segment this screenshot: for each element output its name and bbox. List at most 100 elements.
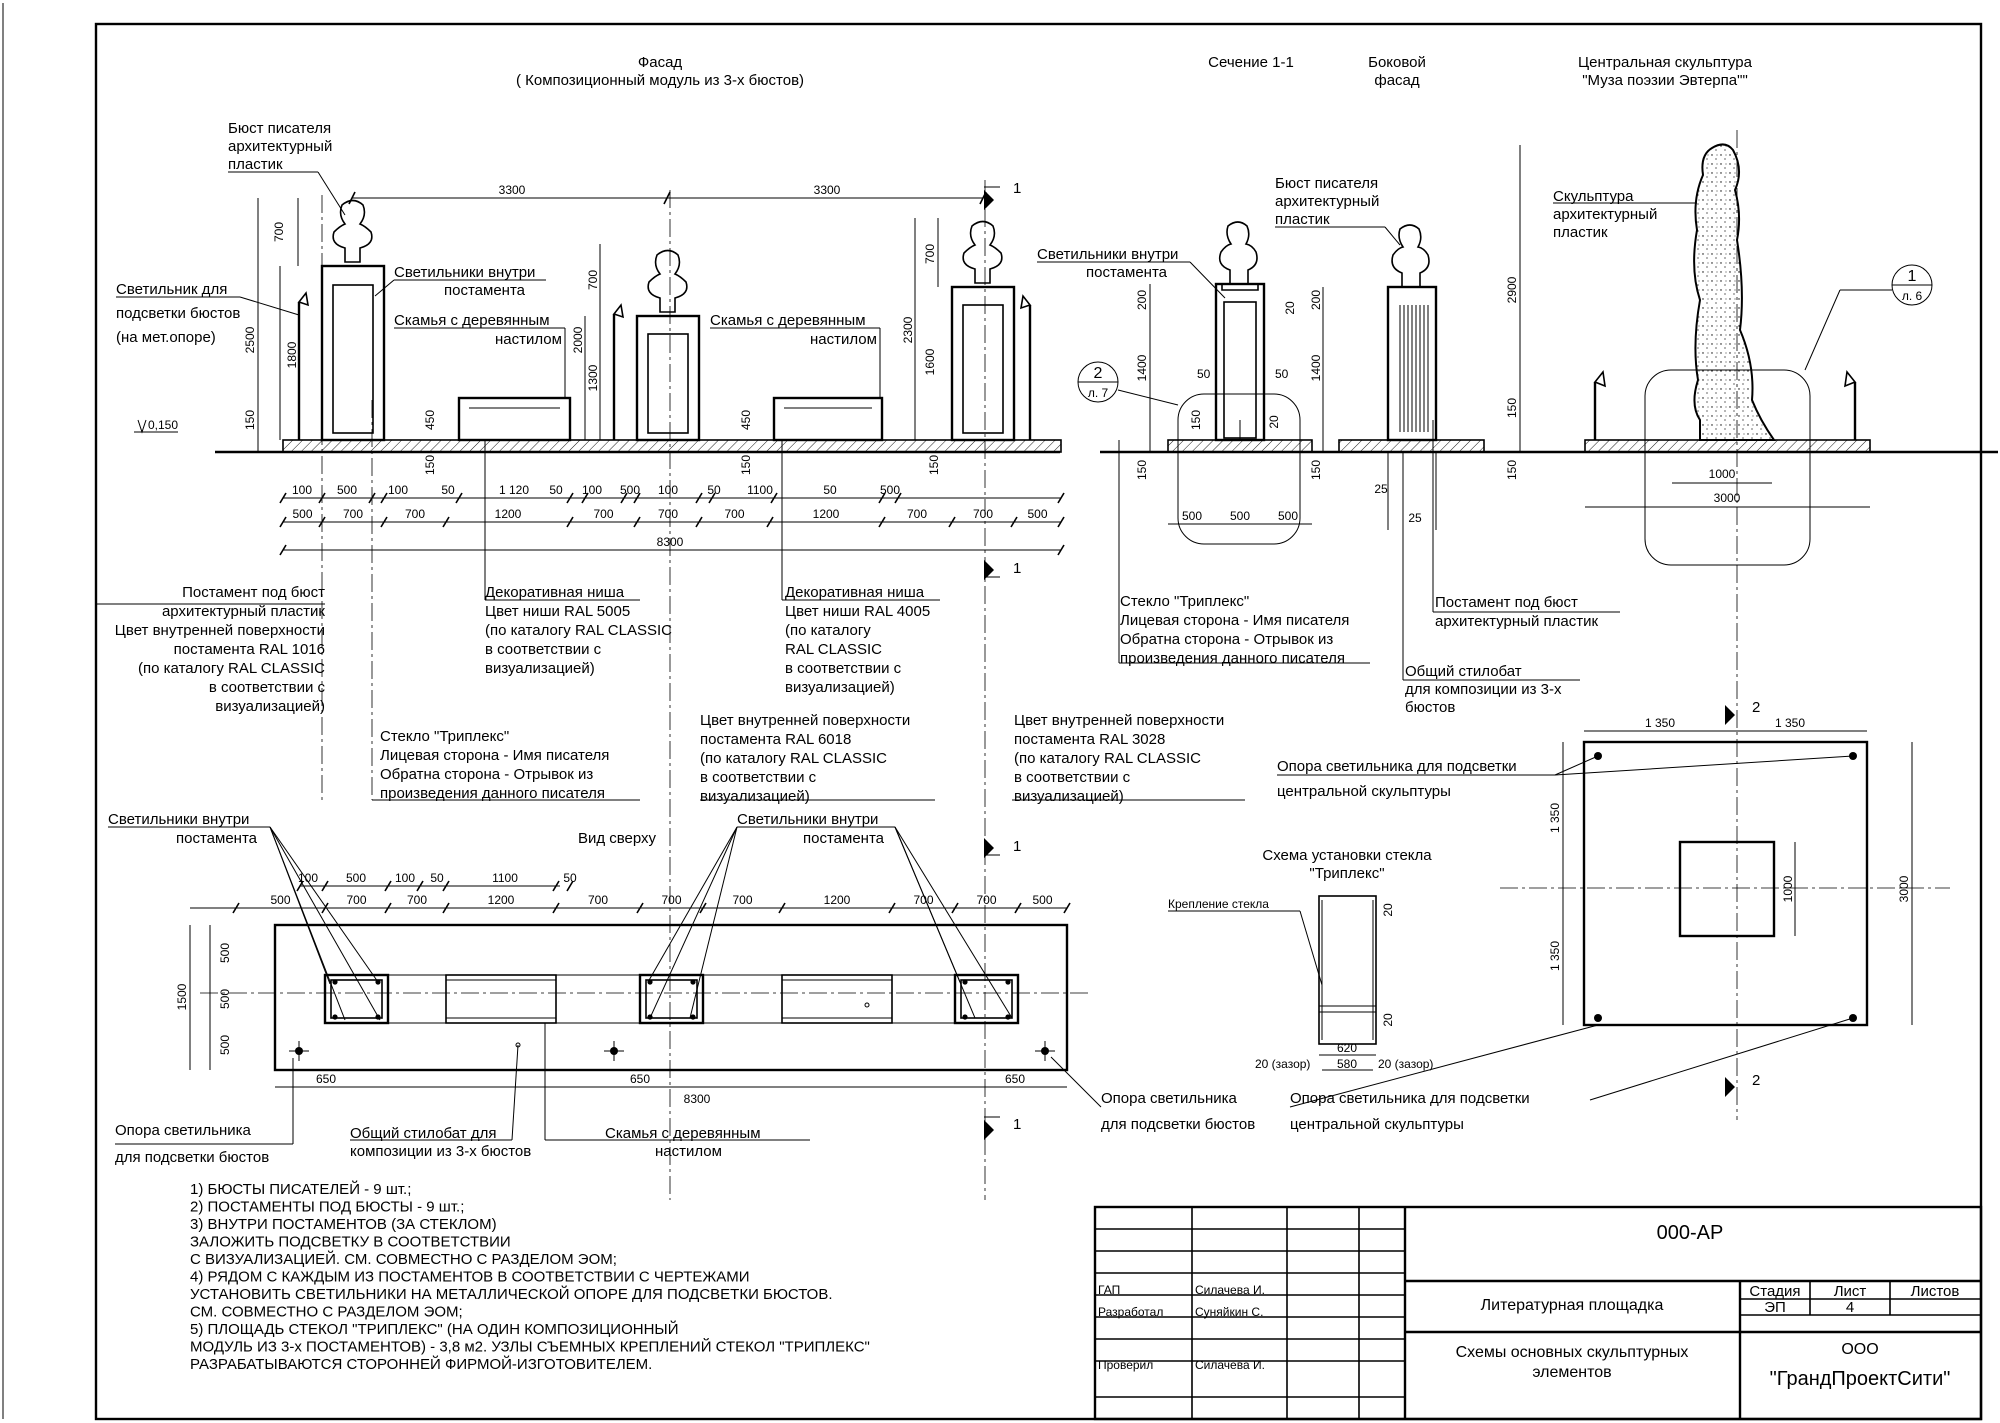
note-line: (по каталогу RAL CLASSIC — [485, 622, 672, 639]
plan-dim-value: 1100 — [492, 871, 518, 885]
project-name: Литературная площадка — [1481, 1297, 1664, 1314]
svg-text:150: 150 — [243, 410, 257, 430]
glass-fix-label: Крепление стекла — [1168, 897, 1269, 911]
svg-text:подсветки бюстов: подсветки бюстов — [116, 305, 240, 322]
svg-text:150: 150 — [1505, 460, 1519, 480]
svg-text:500: 500 — [218, 943, 232, 963]
svg-text:150: 150 — [1505, 398, 1519, 418]
dim-tick — [552, 880, 560, 892]
svg-text:ЭП: ЭП — [1764, 1299, 1786, 1316]
note-line: (по каталогу RAL CLASSIC — [700, 750, 887, 767]
svg-text:Силачева И.: Силачева И. — [1195, 1283, 1265, 1297]
note-line: визуализацией) — [1014, 788, 1124, 805]
svg-text:1600: 1600 — [923, 348, 937, 375]
inner-light-point — [962, 979, 968, 985]
svg-text:пластик: пластик — [1553, 224, 1608, 241]
svg-text:"Триплекс": "Триплекс" — [1309, 865, 1384, 882]
glass-frame — [1318, 895, 1377, 1045]
plan-bench-1 — [445, 974, 557, 1024]
dim-tick — [321, 880, 329, 892]
dim-tick — [1063, 902, 1071, 914]
general-notes: 1) БЮСТЫ ПИСАТЕЛЕЙ - 9 шт.;2) ПОСТАМЕНТЫ… — [190, 1180, 870, 1373]
facade-dim-value: 700 — [593, 507, 613, 521]
svg-text:500: 500 — [1182, 509, 1202, 523]
dim-tick — [695, 516, 703, 528]
side-facade-title: Боковой — [1368, 54, 1426, 71]
note-line: 1) БЮСТЫ ПИСАТЕЛЕЙ - 9 шт.; — [190, 1180, 411, 1198]
pedestal-1 — [320, 264, 386, 442]
svg-text:20: 20 — [1381, 1013, 1395, 1027]
note-line: Обратна сторона - Отрывок из — [1120, 631, 1333, 648]
dim-tick — [633, 516, 641, 528]
svg-text:настилом: настилом — [495, 331, 562, 348]
pedestal-3 — [950, 285, 1016, 442]
facade-dim-value: 700 — [724, 507, 744, 521]
dim-tick — [279, 544, 287, 556]
facade-elevation: 3300 3300 2500 700 1800 150 700 2000 130… — [134, 180, 1998, 1200]
drawing-code: 000-АР — [1657, 1222, 1724, 1244]
dim-tick — [384, 902, 392, 914]
plan-dim-value: 500 — [270, 893, 290, 907]
dim-tick — [566, 880, 574, 892]
svg-text:150: 150 — [423, 455, 437, 475]
note-line: ЗАЛОЖИТЬ ПОДСВЕТКУ В СООТВЕТСТВИИ — [190, 1234, 511, 1251]
note-line: в соответствии с — [700, 769, 817, 786]
svg-text:500: 500 — [218, 1035, 232, 1055]
dim-tick — [321, 902, 329, 914]
note-line: МОДУЛЬ ИЗ 3-х ПОСТАМЕНТОВ) - 3,8 м2. УЗЛ… — [190, 1338, 870, 1356]
bench-label-2: Скамья с деревянным — [710, 312, 866, 329]
inner-light-point — [332, 979, 338, 985]
dim-tick — [380, 492, 388, 504]
svg-text:2300: 2300 — [901, 316, 915, 343]
svg-text:150: 150 — [927, 455, 941, 475]
plan-stylobate-label: Общий стилобат для — [350, 1125, 496, 1142]
svg-text:4: 4 — [1846, 1299, 1854, 1316]
facade-dim-value: 1 120 — [499, 483, 529, 497]
note-line: произведения данного писателя — [380, 785, 605, 802]
muse-sculpture — [1693, 143, 1776, 441]
facade-dim-value: 100 — [658, 483, 678, 497]
note-line: Общий стилобат — [1405, 663, 1522, 680]
plan-dim-value: 700 — [407, 893, 427, 907]
facade-dim-value: 700 — [405, 507, 425, 521]
dim-tick — [1057, 544, 1065, 556]
plan-lamp-support-right: Опора светильника — [1101, 1090, 1238, 1107]
square-plan: 1 350 1 350 1 350 1 350 1000 3000 2 2 Оп… — [1277, 699, 1950, 1133]
svg-text:500: 500 — [1230, 509, 1250, 523]
facade-dim-value: 500 — [337, 483, 357, 497]
svg-text:620: 620 — [1337, 1041, 1357, 1055]
square-support-bot-label: Опора светильника для подсветки — [1290, 1090, 1530, 1107]
section-marks: 1 1 1 1 — [984, 180, 1021, 1140]
svg-text:Схема установки стекла: Схема установки стекла — [1262, 847, 1432, 864]
svg-text:8300: 8300 — [684, 1092, 711, 1106]
inner-light-point — [690, 1014, 696, 1020]
top-view-plan: Вид сверху 500 500 500 — [175, 830, 1090, 1106]
dim-tick — [566, 516, 574, 528]
note-line: СМ. СОВМЕСТНО С РАЗДЕЛОМ ЭОМ; — [190, 1304, 463, 1321]
note-line: Лицевая сторона - Имя писателя — [1120, 612, 1349, 629]
svg-text:архитектурный: архитектурный — [1275, 193, 1379, 210]
plan-bench-label: Скамья с деревянным — [605, 1125, 761, 1142]
note-line: Цвет внутренней поверхности — [115, 622, 325, 639]
dim-tick — [770, 492, 778, 504]
svg-text:центральной скульптуры: центральной скульптуры — [1290, 1116, 1464, 1133]
dim-tick — [633, 492, 641, 504]
bench-label-1: Скамья с деревянным — [394, 312, 550, 329]
note-line: 5) ПЛОЩАДЬ СТЕКОЛ "ТРИПЛЕКС" (НА ОДИН КО… — [190, 1320, 678, 1338]
bench-1 — [457, 396, 572, 442]
dim-tick — [888, 902, 896, 914]
sculpture-label: Скульптура — [1553, 188, 1634, 205]
svg-text:Проверил: Проверил — [1098, 1358, 1153, 1372]
lamp-post-1 — [297, 291, 310, 440]
note-line: в соответствии с — [1014, 769, 1131, 786]
svg-text:1800: 1800 — [285, 341, 299, 368]
note-line: визуализацией) — [700, 788, 810, 805]
stylobate — [282, 439, 1062, 453]
facade-dim-value: 50 — [707, 483, 721, 497]
note-line: постамента RAL 6018 — [700, 731, 851, 748]
svg-text:1400: 1400 — [1309, 354, 1323, 381]
facade-dim-value: 700 — [907, 507, 927, 521]
